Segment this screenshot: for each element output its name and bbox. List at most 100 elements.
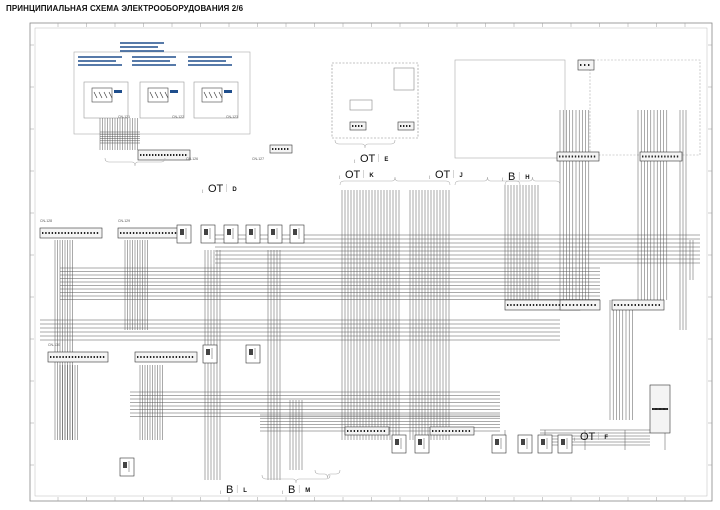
connector-pin xyxy=(571,155,574,158)
connector-pin xyxy=(513,304,515,306)
connector-pin xyxy=(158,154,160,156)
relay-coil xyxy=(123,462,127,468)
connector-pin xyxy=(559,155,561,158)
switch-contact xyxy=(208,91,213,99)
connector-pin xyxy=(149,154,151,156)
connector-pin xyxy=(350,430,352,432)
connector-pin xyxy=(581,155,583,158)
connector-pin xyxy=(569,304,571,306)
connector-pin xyxy=(62,356,64,358)
switch-unit-frame xyxy=(83,81,129,119)
connector-pin xyxy=(620,304,623,306)
connector-pin xyxy=(590,155,593,158)
frame-ticks xyxy=(30,23,712,501)
connector-pin xyxy=(146,356,149,358)
connector-pin xyxy=(169,356,171,358)
page-title: ПРИНЦИПИАЛЬНАЯ СХЕМА ЭЛЕКТРООБОРУДОВАНИЯ… xyxy=(6,4,244,13)
connector-pin xyxy=(90,356,92,358)
connector-pin xyxy=(468,430,471,432)
connector-pin xyxy=(93,356,95,358)
connector-pin xyxy=(373,430,376,432)
connector-pin xyxy=(56,356,58,358)
marker-prefix: OT xyxy=(208,183,224,195)
connector-pin xyxy=(532,304,535,306)
connector-pin xyxy=(593,155,596,158)
connector-pin xyxy=(162,356,165,358)
connector-pin xyxy=(562,155,564,158)
relay-coil xyxy=(418,439,422,445)
connector-pin xyxy=(644,304,647,306)
connector-pin xyxy=(83,232,86,234)
switch-contact xyxy=(213,91,218,99)
harness-brace xyxy=(104,157,166,167)
connector-pin xyxy=(176,154,178,156)
connector-pin xyxy=(77,232,79,234)
connector-pin xyxy=(638,304,640,306)
connector-pin xyxy=(174,232,177,234)
connector-pin xyxy=(645,155,647,158)
connector-pin xyxy=(61,232,63,234)
connector-pin xyxy=(71,356,74,358)
marker-letter: L xyxy=(243,488,247,494)
connector-pin xyxy=(284,148,286,150)
connector-pin xyxy=(542,304,544,306)
connector-pin xyxy=(136,232,138,234)
connector-pin xyxy=(153,356,155,358)
connector-pin xyxy=(565,304,567,306)
switch-header-text xyxy=(132,60,170,62)
switch-contact xyxy=(154,91,159,99)
switch-header-text xyxy=(120,42,164,44)
connector-pin xyxy=(662,408,665,410)
switch-header-text xyxy=(78,60,116,62)
marker-letter: D xyxy=(232,187,237,193)
marker-bracket: ( xyxy=(282,490,284,494)
connector-pin xyxy=(574,155,577,158)
connector-pin xyxy=(353,430,356,432)
relay-coil xyxy=(227,229,231,235)
connector-pin xyxy=(588,64,590,66)
connector-pin xyxy=(123,232,125,234)
connector-pin xyxy=(652,408,654,410)
switch-header-text xyxy=(78,56,122,58)
harness-brace xyxy=(261,474,331,484)
middle-top-block xyxy=(331,62,419,139)
connector-pin xyxy=(555,304,557,306)
connector-pin xyxy=(458,430,461,432)
connector-pin xyxy=(400,125,402,127)
connector-pin xyxy=(665,408,667,410)
harness-brace xyxy=(504,176,561,186)
connector-pin xyxy=(529,304,531,306)
connector-pin xyxy=(642,155,644,158)
relay-coil xyxy=(249,229,253,235)
marker-bracket: ( xyxy=(220,490,222,494)
connector-pin xyxy=(370,430,372,432)
connector-pin xyxy=(641,304,643,306)
connector-pin xyxy=(166,356,168,358)
connector-pin xyxy=(661,408,663,410)
connector-pin xyxy=(670,155,672,158)
harness-brace xyxy=(314,469,341,479)
connector-pin xyxy=(409,125,411,127)
connector-pin xyxy=(624,304,626,306)
connector-pin xyxy=(516,304,519,306)
connector-pin xyxy=(552,304,554,306)
switch-contact xyxy=(108,91,113,99)
marker-letter: E xyxy=(384,157,388,163)
connector-pin xyxy=(139,232,141,234)
connector-pin xyxy=(179,154,181,156)
connector-pin xyxy=(519,304,522,306)
connector-pin xyxy=(287,148,289,150)
relay-modules xyxy=(119,224,573,477)
connector-pin xyxy=(168,232,170,234)
connector-pin xyxy=(74,356,77,358)
marker-bracket: ( xyxy=(339,175,341,179)
connector-pin xyxy=(367,430,369,432)
switch-header-labels xyxy=(78,42,232,66)
relay-coil xyxy=(271,229,275,235)
connector-pin xyxy=(361,125,363,127)
connector-pin xyxy=(654,408,657,410)
